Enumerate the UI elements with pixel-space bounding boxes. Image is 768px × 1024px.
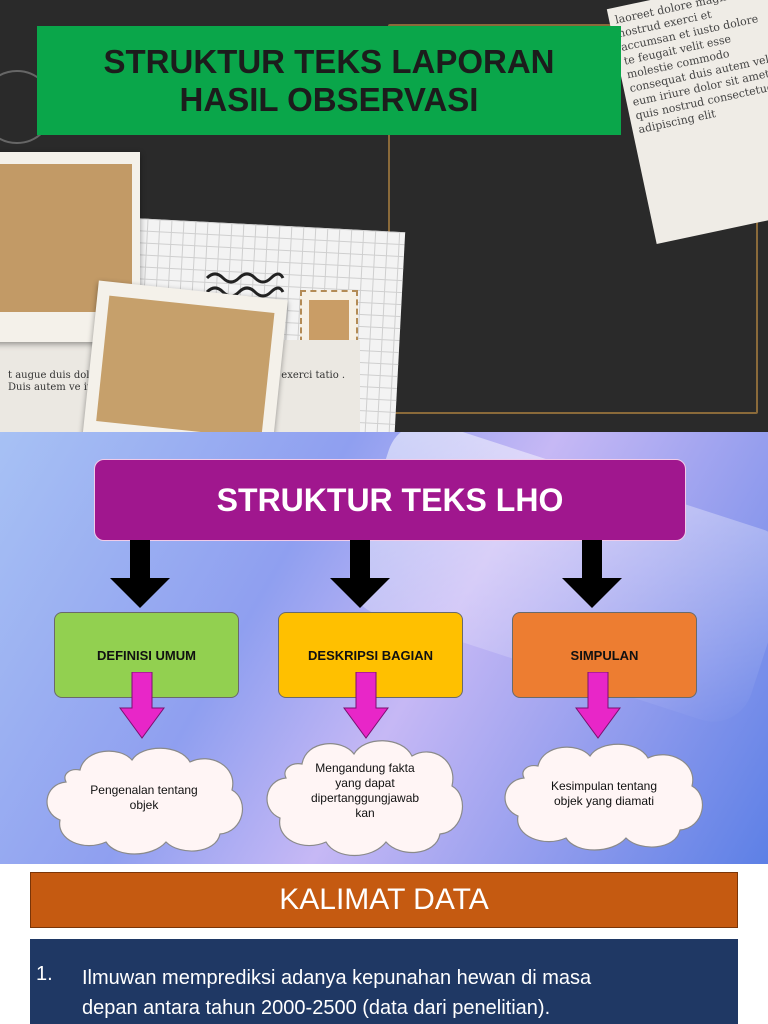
arrow-down-icon bbox=[330, 540, 390, 608]
polaroid-photo bbox=[82, 280, 288, 432]
category-label: DEFINISI UMUM bbox=[97, 647, 196, 663]
pink-arrow-down-icon bbox=[575, 672, 621, 739]
list-item: Ilmuwan memprediksi adanya kepunahan hew… bbox=[82, 967, 592, 1019]
data-list-box: 1. Ilmuwan memprediksi adanya kepunahan … bbox=[30, 939, 738, 1024]
slide-kalimat-data: KALIMAT DATA 1. Ilmuwan memprediksi adan… bbox=[0, 864, 768, 1024]
section-heading-box: KALIMAT DATA bbox=[30, 872, 738, 928]
cloud-text-simpulan: Kesimpulan tentang objek yang diamati bbox=[550, 779, 658, 808]
category-label: SIMPULAN bbox=[570, 647, 639, 663]
category-label: DESKRIPSI BAGIAN bbox=[308, 647, 433, 663]
arrow-down-icon bbox=[110, 540, 170, 608]
arrow-down-icon bbox=[562, 540, 622, 608]
section-heading: KALIMAT DATA bbox=[279, 883, 489, 916]
list-item-number: 1. bbox=[36, 963, 53, 985]
pink-arrow-down-icon bbox=[119, 672, 165, 739]
cloud-shape bbox=[266, 740, 464, 856]
cloud-text-deskripsi: Mengandung fakta yang dapat dipertanggun… bbox=[310, 761, 420, 820]
cloud-shape bbox=[46, 747, 243, 855]
cloud-shape bbox=[504, 743, 703, 851]
diagram-title: STRUKTUR TEKS LHO bbox=[216, 481, 564, 518]
pink-arrow-down-icon bbox=[343, 672, 389, 739]
diagram-title-box: STRUKTUR TEKS LHO bbox=[94, 459, 686, 541]
cloud-text-definisi: Pengenalan tentang objek bbox=[90, 783, 198, 812]
page-title: STRUKTUR TEKS LAPORAN HASIL OBSERVASI bbox=[103, 42, 555, 118]
title-box: STRUKTUR TEKS LAPORAN HASIL OBSERVASI bbox=[37, 26, 621, 135]
slide-title-lho: laoreet dolore magna quis nostrud exerci… bbox=[0, 0, 768, 432]
slide-struktur-diagram: STRUKTUR TEKS LHO DEFINISI UMUM DESKRIPS… bbox=[0, 432, 768, 864]
